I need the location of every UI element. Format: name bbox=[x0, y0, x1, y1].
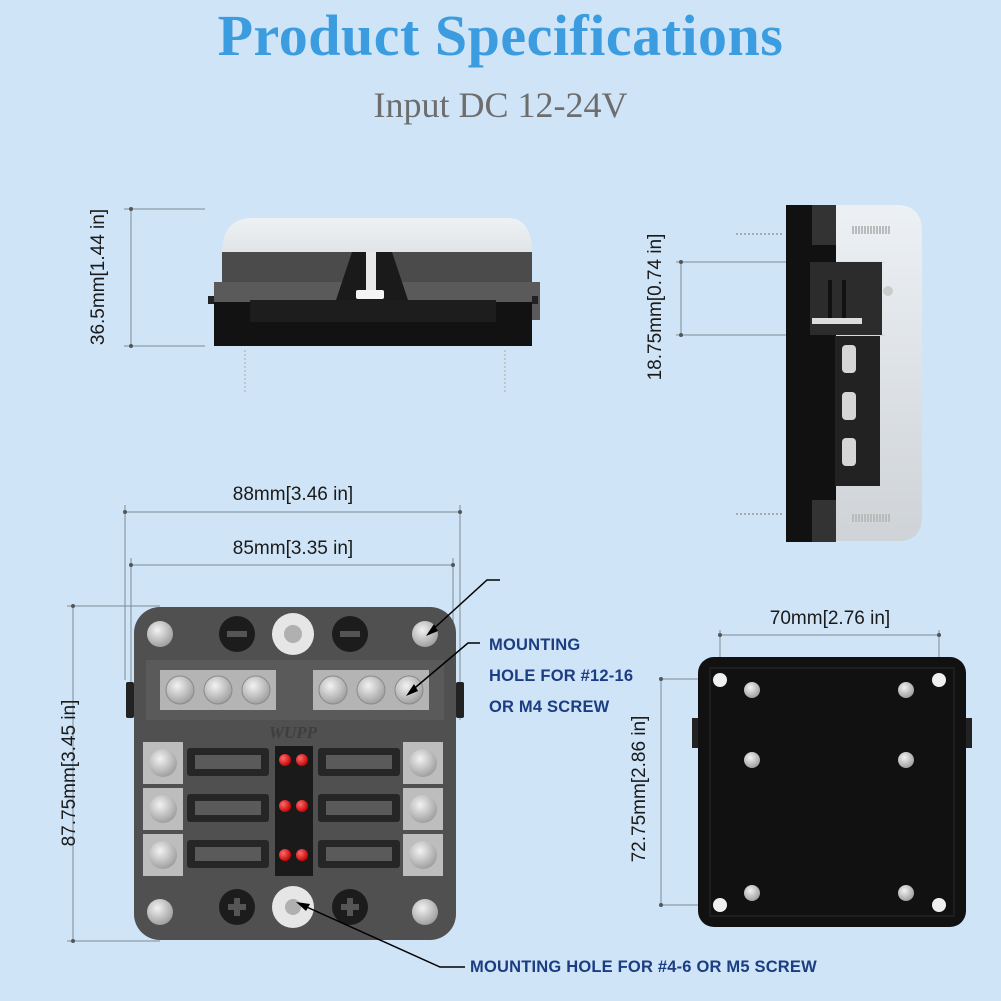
callout-top-line-1: MOUNTING bbox=[489, 636, 581, 654]
outer-width-dimension: 88mm[3.46 in] bbox=[232, 484, 354, 505]
hole-spacing-width-dimension: 70mm[2.76 in] bbox=[769, 608, 891, 629]
inner-width-dimension: 85mm[3.35 in] bbox=[232, 538, 354, 559]
top-view: WUPP bbox=[67, 505, 500, 968]
bottom-view bbox=[659, 630, 972, 927]
callout-bottom: MOUNTING HOLE FOR #4-6 OR M5 SCREW bbox=[470, 958, 817, 976]
brand-label: WUPP bbox=[269, 723, 318, 742]
callout-top-line-3: OR M4 SCREW bbox=[489, 698, 610, 716]
terminal-height-dimension: 18.75mm[0.74 in] bbox=[645, 233, 666, 381]
top-view-height-dimension: 87.75mm[3.45 in] bbox=[59, 699, 80, 847]
end-side-view bbox=[676, 205, 922, 542]
callout-top-line-2: HOLE FOR #12-16 bbox=[489, 667, 634, 685]
front-height-dimension: 36.5mm[1.44 in] bbox=[88, 208, 109, 346]
page-subtitle: Input DC 12-24V bbox=[373, 85, 628, 125]
front-side-view bbox=[124, 207, 540, 392]
hole-spacing-height-dimension: 72.75mm[2.86 in] bbox=[629, 715, 650, 863]
page-title: Product Specifications bbox=[217, 3, 784, 68]
